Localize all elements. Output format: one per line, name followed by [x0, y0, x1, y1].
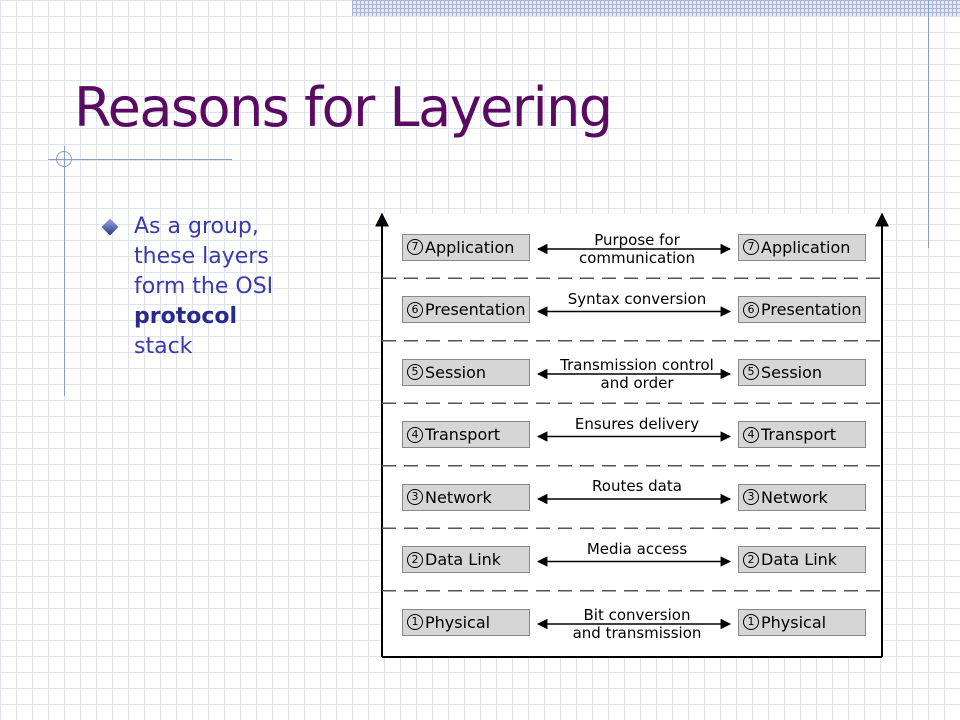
layer-name: Session [761, 362, 823, 382]
layer-function-label: Syntax conversion [537, 290, 737, 308]
layer-number: 5 [407, 364, 423, 380]
layer-number: 2 [407, 551, 423, 568]
function-label-line: Purpose for [594, 231, 680, 249]
right-decorative-line [928, 0, 929, 248]
left-decorative-line [64, 146, 65, 396]
layer-function-label: Media access [537, 540, 737, 558]
layer-number: 7 [743, 239, 759, 255]
layer-name: Physical [425, 612, 491, 632]
layer-number: 1 [407, 614, 423, 630]
function-label-line: Syntax conversion [567, 289, 707, 308]
layer-number: 6 [407, 301, 423, 318]
function-label-line: and transmission [572, 624, 702, 642]
layer-number: 2 [743, 551, 759, 568]
bullet-text-end: stack [134, 334, 193, 359]
layer-number: 6 [743, 301, 759, 318]
layer-number: 1 [743, 614, 759, 630]
layer-name: Physical [761, 612, 827, 632]
layer-name: Application [761, 237, 851, 257]
layer-name: Session [425, 362, 487, 382]
decorative-circle [56, 151, 72, 167]
layer-name: Transport [425, 425, 501, 444]
layer-function-label: Ensures delivery [537, 415, 737, 433]
layer-name: Presentation [425, 300, 526, 319]
bullet-text-start: As a group, these layers form the OSI [134, 214, 274, 299]
layer-name: Presentation [761, 300, 862, 319]
function-label-line: Bit conversion [583, 606, 691, 624]
function-label-line: Ensures delivery [574, 414, 700, 433]
title-underline [48, 159, 232, 160]
function-label-line: Routes data [592, 477, 682, 495]
page-title: Reasons for Layering [74, 76, 613, 139]
bullet-text-bold: protocol [134, 304, 238, 329]
layer-number: 5 [743, 364, 759, 380]
layer-name: Data Link [761, 550, 838, 569]
function-label-line: communication [578, 249, 695, 267]
diagram-lines [375, 212, 889, 658]
layer-number: 3 [407, 489, 423, 505]
layer-number: 4 [407, 426, 423, 443]
function-label-line: Transmission control [560, 356, 714, 374]
function-label-line: Media access [586, 539, 688, 558]
layer-name: Network [761, 487, 828, 507]
function-label-line: and order [600, 374, 674, 392]
layer-function-label: Routes data [537, 477, 737, 495]
layer-name: Transport [761, 425, 837, 444]
bullet-text: As a group, these layers form the OSI pr… [134, 212, 289, 362]
layer-name: Application [425, 237, 515, 257]
layer-number: 4 [743, 426, 759, 443]
layer-name: Network [425, 487, 492, 507]
layer-number: 7 [407, 239, 423, 255]
layer-number: 3 [743, 489, 759, 505]
top-decorative-band [352, 0, 960, 16]
layer-name: Data Link [425, 550, 502, 569]
